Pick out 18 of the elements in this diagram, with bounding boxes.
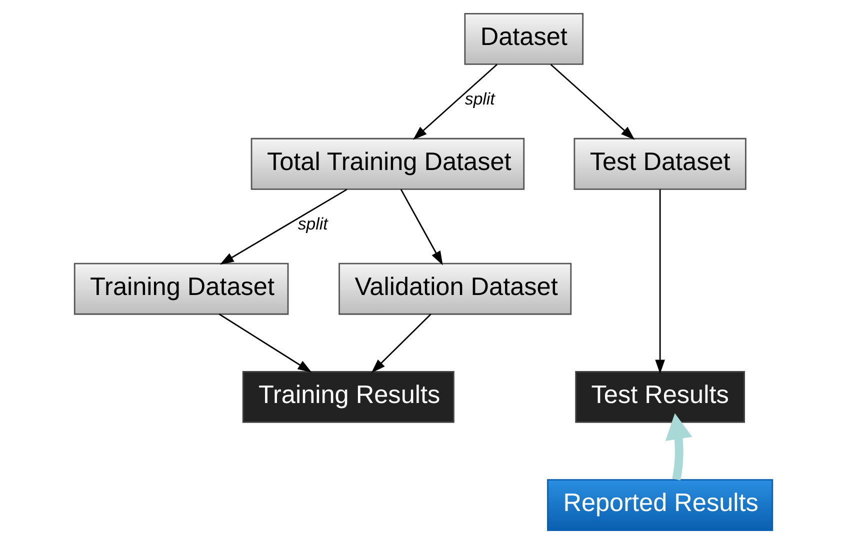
node-box: Total Training Dataset: [250, 138, 524, 190]
node-box: Reported Results: [546, 479, 773, 532]
edge-label: split: [297, 214, 328, 234]
arrow: [550, 64, 634, 140]
node-box: Test Dataset: [573, 138, 746, 190]
arrow: [400, 189, 442, 266]
arrow: [664, 413, 692, 480]
node-box: Training Dataset: [73, 262, 288, 315]
node-box: Validation Dataset: [338, 262, 572, 315]
arrow: [654, 190, 664, 374]
node-box: Dataset: [464, 12, 584, 65]
arrow: [370, 314, 431, 373]
node-box: Test Results: [574, 370, 744, 423]
arrow: [218, 314, 312, 373]
arrow: [412, 64, 497, 140]
edge-label: split: [464, 89, 494, 108]
arrow: [219, 188, 347, 265]
node-box: Training Results: [242, 370, 454, 423]
